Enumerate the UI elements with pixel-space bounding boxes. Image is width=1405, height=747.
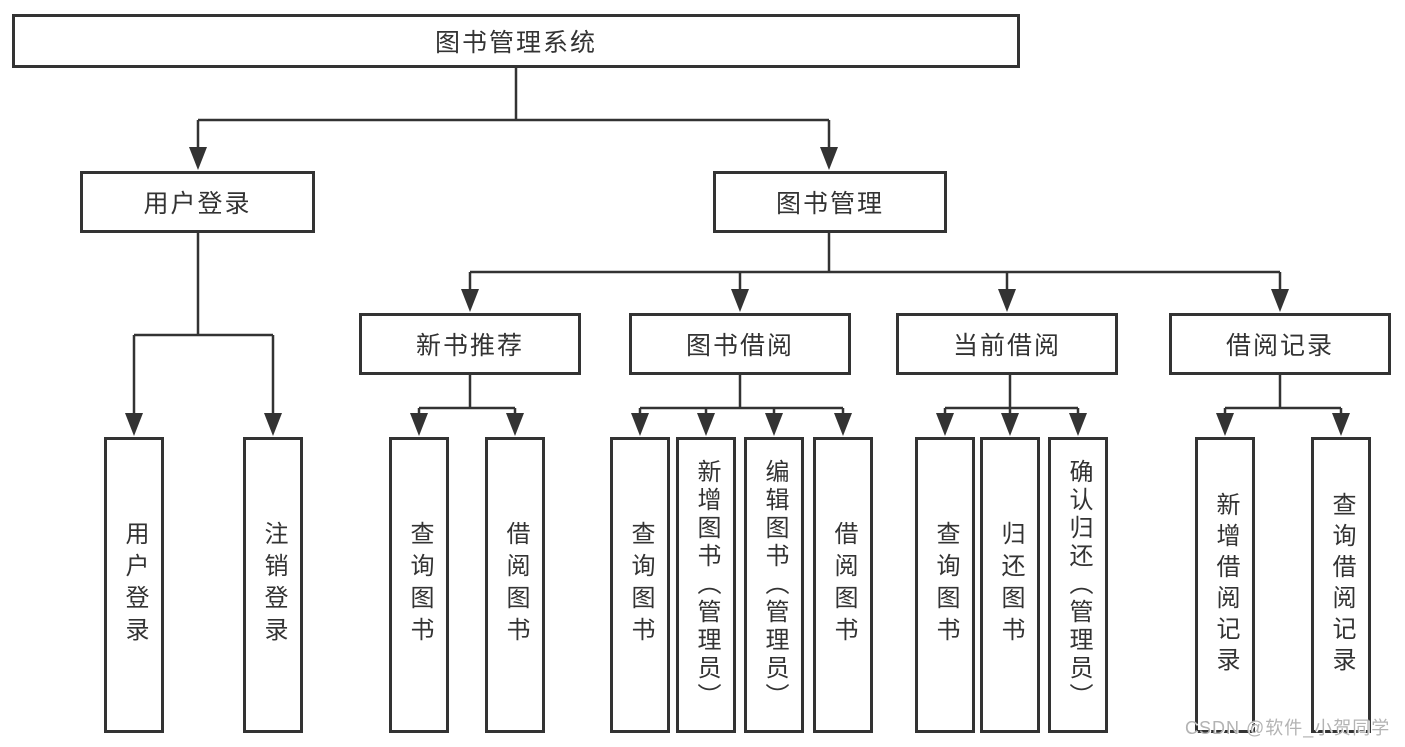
leaf-user-login: 用户登录: [104, 437, 164, 733]
node-current-borrow: 当前借阅: [896, 313, 1118, 375]
leaf-borrow-books-recommend: 借阅图书: [485, 437, 545, 733]
leaf-add-book-admin-label: 新增图书（管理员）: [693, 459, 720, 711]
leaf-logout-label: 注销登录: [260, 521, 287, 649]
leaf-query-books-borrow: 查询图书: [610, 437, 670, 733]
node-new-book-recommend: 新书推荐: [359, 313, 581, 375]
node-user-login: 用户登录: [80, 171, 315, 233]
leaf-query-borrow-record: 查询借阅记录: [1311, 437, 1371, 733]
leaf-confirm-return-admin: 确认归还（管理员）: [1048, 437, 1108, 733]
leaf-borrow-books: 借阅图书: [813, 437, 873, 733]
node-book-management: 图书管理: [713, 171, 947, 233]
leaf-logout: 注销登录: [243, 437, 303, 733]
leaf-user-login-label: 用户登录: [121, 521, 148, 649]
node-borrow-records-label: 借阅记录: [1225, 332, 1334, 360]
arrowheads: [125, 147, 1350, 436]
node-new-book-recommend-label: 新书推荐: [415, 332, 524, 360]
leaf-query-books-borrow-label: 查询图书: [627, 521, 654, 649]
leaf-add-book-admin: 新增图书（管理员）: [676, 437, 736, 733]
leaf-query-books-recommend-label: 查询图书: [406, 521, 433, 649]
leaf-query-books-recommend: 查询图书: [389, 437, 449, 733]
leaf-edit-book-admin-label: 编辑图书（管理员）: [761, 459, 788, 711]
leaf-add-borrow-record-label: 新增借阅记录: [1212, 492, 1239, 678]
leaf-confirm-return-admin-label: 确认归还（管理员）: [1065, 459, 1092, 711]
leaf-return-book-label: 归还图书: [997, 521, 1024, 649]
leaf-query-books-current-label: 查询图书: [932, 521, 959, 649]
watermark-text: CSDN @软件_小贺同学: [1185, 718, 1391, 738]
node-borrow-records: 借阅记录: [1169, 313, 1391, 375]
leaf-return-book: 归还图书: [980, 437, 1040, 733]
node-user-login-label: 用户登录: [143, 190, 252, 218]
node-book-management-label: 图书管理: [775, 190, 884, 218]
node-book-borrow-label: 图书借阅: [685, 332, 794, 360]
leaf-borrow-books-label: 借阅图书: [830, 521, 857, 649]
leaf-add-borrow-record: 新增借阅记录: [1195, 437, 1255, 733]
leaf-query-books-current: 查询图书: [915, 437, 975, 733]
node-current-borrow-label: 当前借阅: [952, 332, 1061, 360]
node-root-label: 图书管理系统: [434, 29, 597, 57]
leaf-edit-book-admin: 编辑图书（管理员）: [744, 437, 804, 733]
leaf-borrow-books-recommend-label: 借阅图书: [502, 521, 529, 649]
leaf-query-borrow-record-label: 查询借阅记录: [1328, 492, 1355, 678]
node-root: 图书管理系统: [12, 14, 1020, 68]
node-book-borrow: 图书借阅: [629, 313, 851, 375]
